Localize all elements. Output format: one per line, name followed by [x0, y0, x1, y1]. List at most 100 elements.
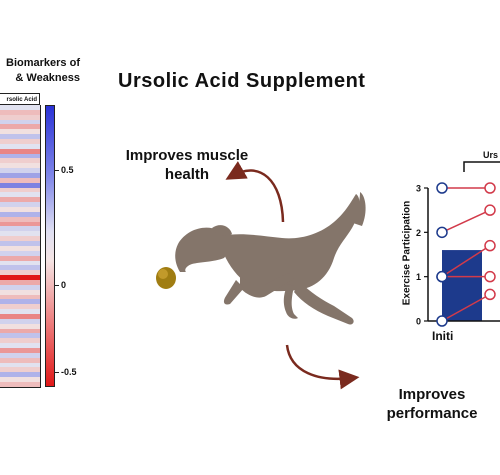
heatmap-row	[0, 352, 40, 358]
heatmap-row	[0, 328, 40, 334]
chart-pair-line	[441, 209, 491, 234]
colorbar-tick-label: -0.5	[61, 367, 77, 377]
heatmap-row	[0, 187, 40, 193]
heatmap-row	[0, 275, 40, 280]
heatmap-row	[0, 168, 40, 174]
heatmap-row	[0, 221, 40, 227]
performance-label: Improves performance	[372, 385, 492, 423]
heatmap-row	[0, 333, 40, 339]
heatmap-row	[0, 270, 40, 276]
heatmap-row	[0, 338, 40, 344]
heatmap-row	[0, 105, 40, 110]
main-title: Ursolic Acid Supplement	[118, 70, 366, 92]
performance-line2: performance	[386, 405, 478, 422]
heatmap-row	[0, 299, 40, 305]
heatmap-row	[0, 343, 40, 348]
chart-point	[484, 204, 496, 216]
heatmap-row	[0, 372, 40, 378]
heatmap-row	[0, 119, 40, 125]
heatmap-row	[0, 250, 40, 256]
heatmap-row	[0, 139, 40, 144]
chart-y-tick-label: 0	[416, 317, 421, 327]
heatmap-row	[0, 245, 40, 251]
heatmap-row	[0, 158, 40, 164]
heatmap-row	[0, 207, 40, 212]
muscle-health-label: Improves muscle health	[112, 146, 262, 184]
muscle-health-line1: Improves muscle	[125, 147, 249, 164]
heatmap-row	[0, 347, 40, 353]
heatmap-row	[0, 173, 40, 178]
heatmap-row	[0, 313, 40, 319]
heatmap-row	[0, 318, 40, 324]
chart-title: Urs	[483, 150, 499, 160]
arrow-to-muscle	[225, 161, 285, 223]
heatmap-row	[0, 377, 40, 382]
chart-y-tick-label: 1	[416, 272, 421, 282]
heatmap-row	[0, 109, 40, 115]
heatmap-title-line1: Biomarkers of	[6, 57, 80, 69]
heatmap-row	[0, 211, 40, 217]
heatmap	[0, 105, 41, 388]
chart-bracket	[463, 161, 500, 172]
heatmap-row	[0, 309, 40, 314]
chart-ylabel: Exercise Participation	[400, 178, 414, 328]
heatmap-row	[0, 177, 40, 183]
supplement-pill-icon	[156, 267, 176, 289]
chart-point	[436, 226, 448, 239]
heatmap-row	[0, 255, 40, 261]
arrow-to-performance	[285, 344, 360, 390]
performance-line1: Improves	[398, 386, 466, 403]
colorbar-tick	[55, 372, 59, 373]
heatmap-row	[0, 124, 40, 130]
heatmap-row	[0, 129, 40, 135]
chart-y-tick-label: 3	[416, 184, 421, 194]
heatmap-row	[0, 357, 40, 363]
participation-chart: 0 1 2 3	[416, 161, 500, 327]
heatmap-row	[0, 367, 40, 373]
heatmap-row	[0, 163, 40, 169]
chart-point	[484, 270, 496, 283]
chart-point	[436, 182, 448, 194]
chart-point	[484, 239, 496, 252]
heatmap-row	[0, 153, 40, 159]
heatmap-row	[0, 304, 40, 310]
heatmap-row	[0, 231, 40, 237]
chart-point	[436, 315, 448, 327]
chart-pair-line	[441, 293, 491, 322]
heatmap-row	[0, 381, 40, 387]
heatmap-row	[0, 148, 40, 154]
heatmap-row	[0, 284, 40, 290]
chart-pair-line	[441, 245, 491, 278]
heatmap-row	[0, 260, 40, 266]
heatmap-row	[0, 192, 40, 198]
heatmap-row	[0, 265, 40, 271]
heatmap-row	[0, 182, 40, 188]
heatmap-row	[0, 294, 40, 300]
colorbar-tick	[55, 285, 59, 286]
heatmap-row	[0, 216, 40, 222]
colorbar-tick	[55, 170, 59, 171]
heatmap-title: Biomarkers of & Weakness	[0, 56, 80, 86]
heatmap-row	[0, 202, 40, 208]
chart-point	[484, 182, 496, 194]
heatmap-row	[0, 143, 40, 149]
chart-point	[436, 270, 448, 283]
heatmap-row	[0, 226, 40, 232]
heatmap-row	[0, 362, 40, 368]
heatmap-row	[0, 279, 40, 285]
chart-y-tick-label: 2	[416, 228, 421, 238]
heatmap-row	[0, 236, 40, 242]
chart-point	[484, 288, 496, 301]
chart-ylabel-text: Exercise Participation	[401, 200, 413, 306]
heatmap-row	[0, 289, 40, 295]
heatmap-row	[0, 197, 40, 203]
chart-category-label: Initi	[432, 329, 454, 343]
colorbar-tick-label: 0	[61, 280, 67, 290]
heatmap-column-header: rsolic Acid	[0, 93, 40, 105]
muscle-health-line2: health	[164, 166, 210, 183]
heatmap-title-line2: & Weakness	[15, 72, 80, 84]
running-dog-icon	[175, 192, 366, 325]
heatmap-row	[0, 134, 40, 140]
colorbar-tick-label: 0.5	[61, 165, 74, 175]
heatmap-row	[0, 114, 40, 120]
